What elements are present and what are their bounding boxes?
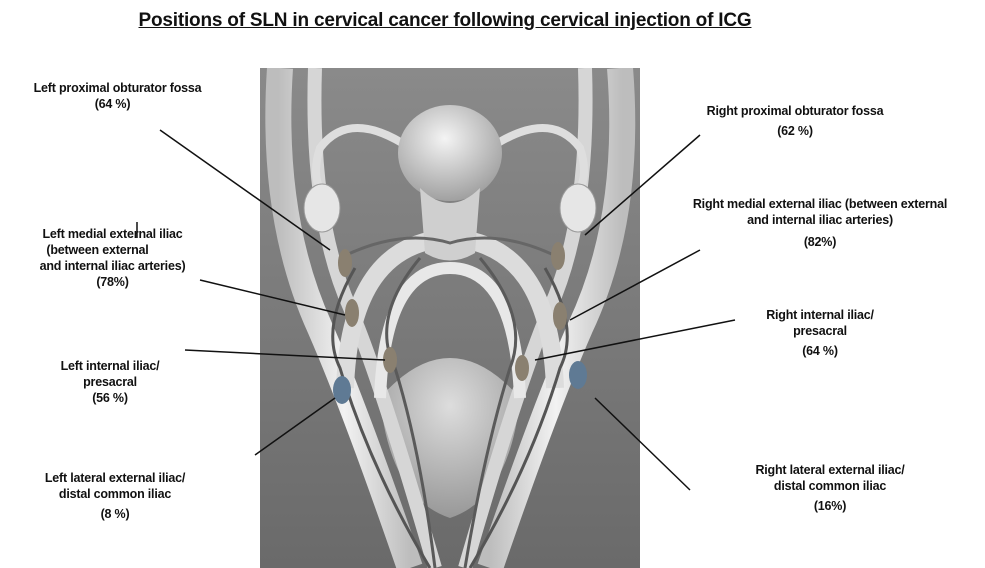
label-line-1: Left internal iliac/	[30, 358, 190, 374]
label-line-1: Left medial external iliac	[0, 226, 225, 242]
left-ovary	[304, 184, 340, 232]
page-title: Positions of SLN in cervical cancer foll…	[0, 10, 890, 32]
label-right-lateral-external-iliac: Right lateral external iliac/ distal com…	[720, 462, 940, 514]
right-internal-iliac-node	[515, 355, 529, 381]
label-line-1: Right medial external iliac (between ext…	[660, 196, 980, 212]
label-left-lateral-external-iliac: Left lateral external iliac/ distal comm…	[15, 470, 215, 522]
right-lateral-external-iliac-node	[569, 361, 587, 389]
label-right-proximal-obturator-fossa: Right proximal obturator fossa (62 %)	[680, 103, 910, 139]
label-line-2: and internal iliac arteries)	[660, 212, 980, 228]
right-proximal-obturator-node	[551, 242, 565, 270]
label-line-2: distal common iliac	[15, 486, 215, 502]
label-line-1: Right internal iliac/	[745, 307, 895, 323]
label-right-internal-iliac: Right internal iliac/ presacral (64 %)	[745, 307, 895, 359]
pelvic-anatomy-illustration	[260, 68, 640, 568]
label-line-1: Right lateral external iliac/	[720, 462, 940, 478]
label-right-medial-external-iliac: Right medial external iliac (between ext…	[660, 196, 980, 250]
left-proximal-obturator-node	[338, 249, 352, 277]
right-ovary	[560, 184, 596, 232]
label-percentage: (8 %)	[15, 506, 215, 522]
label-line-1: Left lateral external iliac/	[15, 470, 215, 486]
left-internal-iliac-node	[383, 347, 397, 373]
left-lateral-external-iliac-node	[333, 376, 351, 404]
label-percentage: (64 %)	[745, 343, 895, 359]
label-percentage: (64 %)	[0, 96, 230, 112]
label-percentage: (56 %)	[30, 390, 190, 406]
label-left-medial-external-iliac: Left medial external iliac (between exte…	[0, 226, 225, 290]
label-line-2: distal common iliac	[720, 478, 940, 494]
label-left-internal-iliac: Left internal iliac/ presacral (56 %)	[30, 358, 190, 406]
label-line-2: presacral	[30, 374, 190, 390]
uterus	[398, 105, 502, 201]
label-line-2: presacral	[745, 323, 895, 339]
label-percentage: (62 %)	[680, 123, 910, 139]
left-medial-external-iliac-node	[345, 299, 359, 327]
right-medial-external-iliac-node	[553, 302, 567, 330]
label-line-3: and internal iliac arteries)	[0, 258, 225, 274]
label-percentage: (78%)	[0, 274, 225, 290]
label-name: Left proximal obturator fossa	[5, 80, 230, 96]
label-percentage: (82%)	[660, 234, 980, 250]
label-left-proximal-obturator-fossa: Left proximal obturator fossa (64 %)	[5, 80, 230, 112]
label-percentage: (16%)	[720, 498, 940, 514]
label-name: Right proximal obturator fossa	[680, 103, 910, 119]
label-line-2: (between external	[0, 242, 225, 258]
